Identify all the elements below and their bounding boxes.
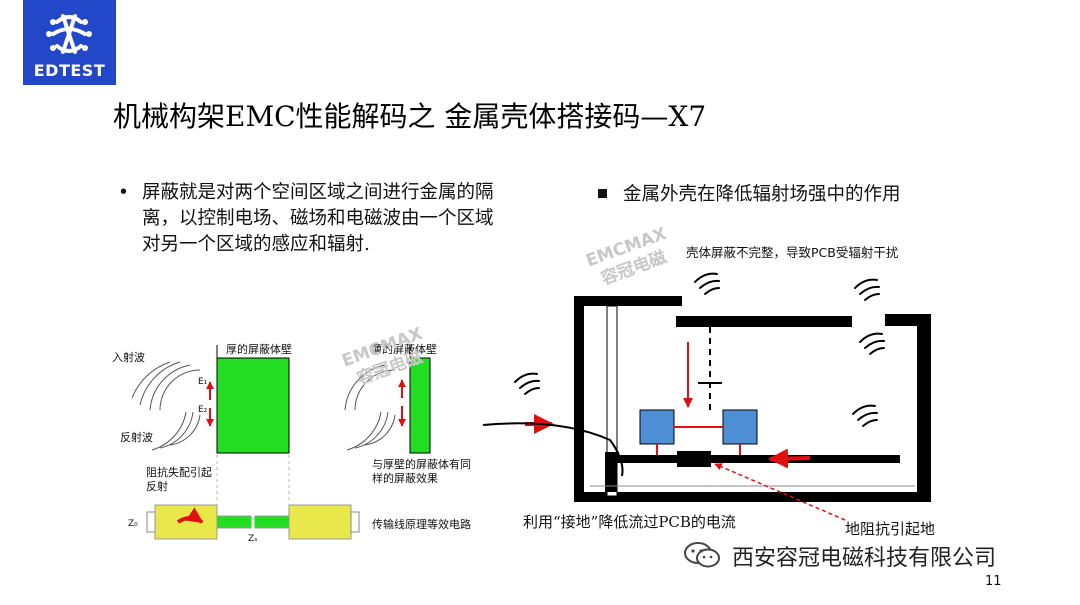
transmission-line-label: 传输线原理等效电路 <box>372 518 471 531</box>
wechat-icon <box>684 542 720 568</box>
enclosure-bottom-wall <box>574 492 931 502</box>
enclosure-diagram <box>574 296 931 502</box>
left-bullet: • 屏蔽就是对两个空间区域之间进行金属的隔离，以控制电场、磁场和电磁波由一个区域… <box>118 180 498 258</box>
enclosure-top-right-wall <box>885 314 931 326</box>
field-label-e2: E₂ <box>198 405 208 415</box>
bullet-square <box>598 188 607 198</box>
radiation-wave-icons <box>514 272 885 427</box>
thin-wall-label: 薄的屏蔽体壁 <box>371 343 437 356</box>
page-title: 机械构架EMC性能解码之 金属壳体搭接码—X7 <box>113 100 707 133</box>
ground-impedance-caption: 地阻抗引起地 <box>845 520 936 538</box>
transmission-line-circuit <box>146 504 360 540</box>
logo-text: EDTEST <box>33 61 106 80</box>
thin-shield-wall <box>409 357 431 454</box>
reflect-arrow <box>176 507 204 524</box>
z0-label: Z₀ <box>128 519 138 529</box>
left-bullet-text: 屏蔽就是对两个空间区域之间进行金属的隔离，以控制电场、磁场和电磁波由一个区域对另… <box>142 182 494 255</box>
inner-top-plate <box>676 316 852 327</box>
enclosure-right-wall <box>917 314 931 502</box>
enclosure-top-left-wall <box>574 296 682 306</box>
circuit-brain-icon <box>46 14 92 54</box>
connector <box>677 451 711 467</box>
thick-shield-wall <box>216 357 290 454</box>
field-label-e1: E₁ <box>198 377 208 387</box>
reflected-wave-label: 反射波 <box>120 431 153 444</box>
component-box-right <box>722 409 758 445</box>
right-bullet-text: 金属外壳在降低辐射场强中的作用 <box>623 184 901 205</box>
thin-shield-diagram <box>344 345 431 454</box>
radiation-note: 壳体屏蔽不完整，导致PCB受辐射干扰 <box>686 245 899 260</box>
inner-left-post <box>606 305 618 497</box>
pcb-board <box>610 455 900 463</box>
bullet-dot: • <box>118 182 129 203</box>
impedance-reflection-label: 阻抗失配引起反射 <box>146 466 212 493</box>
thick-wall-label: 厚的屏蔽体壁 <box>226 343 292 356</box>
page-number: 11 <box>985 574 1002 589</box>
grounding-caption: 利用“接地”降低流过PCB的电流 <box>523 513 736 531</box>
thick-shield-diagram <box>131 345 290 454</box>
component-box-left <box>639 409 675 445</box>
zs-label: Zₛ <box>248 534 258 544</box>
same-effect-label: 与厚壁的屏蔽体有同样的屏蔽效果 <box>372 458 471 485</box>
company-logo: EDTEST <box>23 0 116 85</box>
right-bullet: 金属外壳在降低辐射场强中的作用 <box>598 180 901 206</box>
enclosure-left-wall <box>574 296 584 502</box>
incident-wave-label: 入射波 <box>112 351 145 364</box>
footer-company-name: 西安容冠电磁科技有限公司 <box>732 546 997 571</box>
